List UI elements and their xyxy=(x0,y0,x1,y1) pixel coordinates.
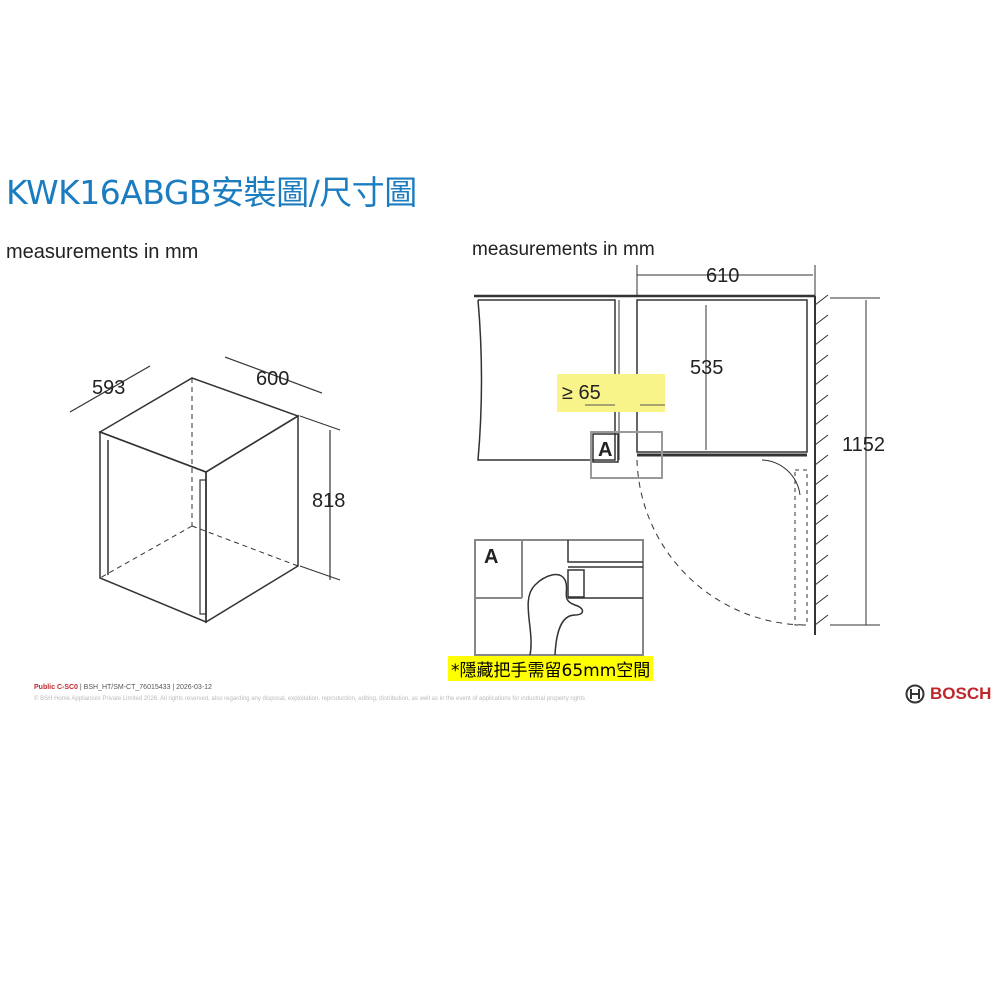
height-dimension: 818 xyxy=(312,490,345,512)
detail-a-handle-illustration xyxy=(474,539,644,656)
total-height-dimension: 1152 xyxy=(842,434,885,456)
classification-label: Public C-SC0 xyxy=(34,684,78,691)
cabinet-isometric xyxy=(69,356,341,624)
detail-label-a: A xyxy=(598,439,612,461)
width-dimension: 600 xyxy=(256,368,289,390)
depth-dimension: 593 xyxy=(92,377,125,399)
footer-copyright: © BSH Home Appliances Private Limited 20… xyxy=(34,696,586,702)
inner-depth-dimension: 535 xyxy=(690,357,723,379)
installation-plan xyxy=(474,265,880,635)
clearance-highlight xyxy=(557,374,665,412)
page-title: KWK16ABGB安裝圖/尺寸圖 xyxy=(6,173,417,212)
document-reference: | BSH_HT/SM-CT_76015433 | 2026-03-12 xyxy=(77,684,212,691)
brand-name: BOSCH xyxy=(930,684,992,703)
hidden-handle-note: *隱藏把手需留65mm空間 xyxy=(448,656,654,681)
right-measurements-caption: measurements in mm xyxy=(472,239,655,260)
footer-reference: Public C-SC0 | BSH_HT/SM-CT_76015433 | 2… xyxy=(34,684,212,691)
left-measurements-caption: measurements in mm xyxy=(6,241,199,263)
detail-a-title: A xyxy=(484,546,498,568)
total-depth-dimension: 610 xyxy=(706,265,739,287)
bosch-logo: BOSCH xyxy=(905,684,991,704)
bosch-armature-icon xyxy=(905,684,925,704)
clearance-dimension: ≥ 65 xyxy=(562,382,601,404)
